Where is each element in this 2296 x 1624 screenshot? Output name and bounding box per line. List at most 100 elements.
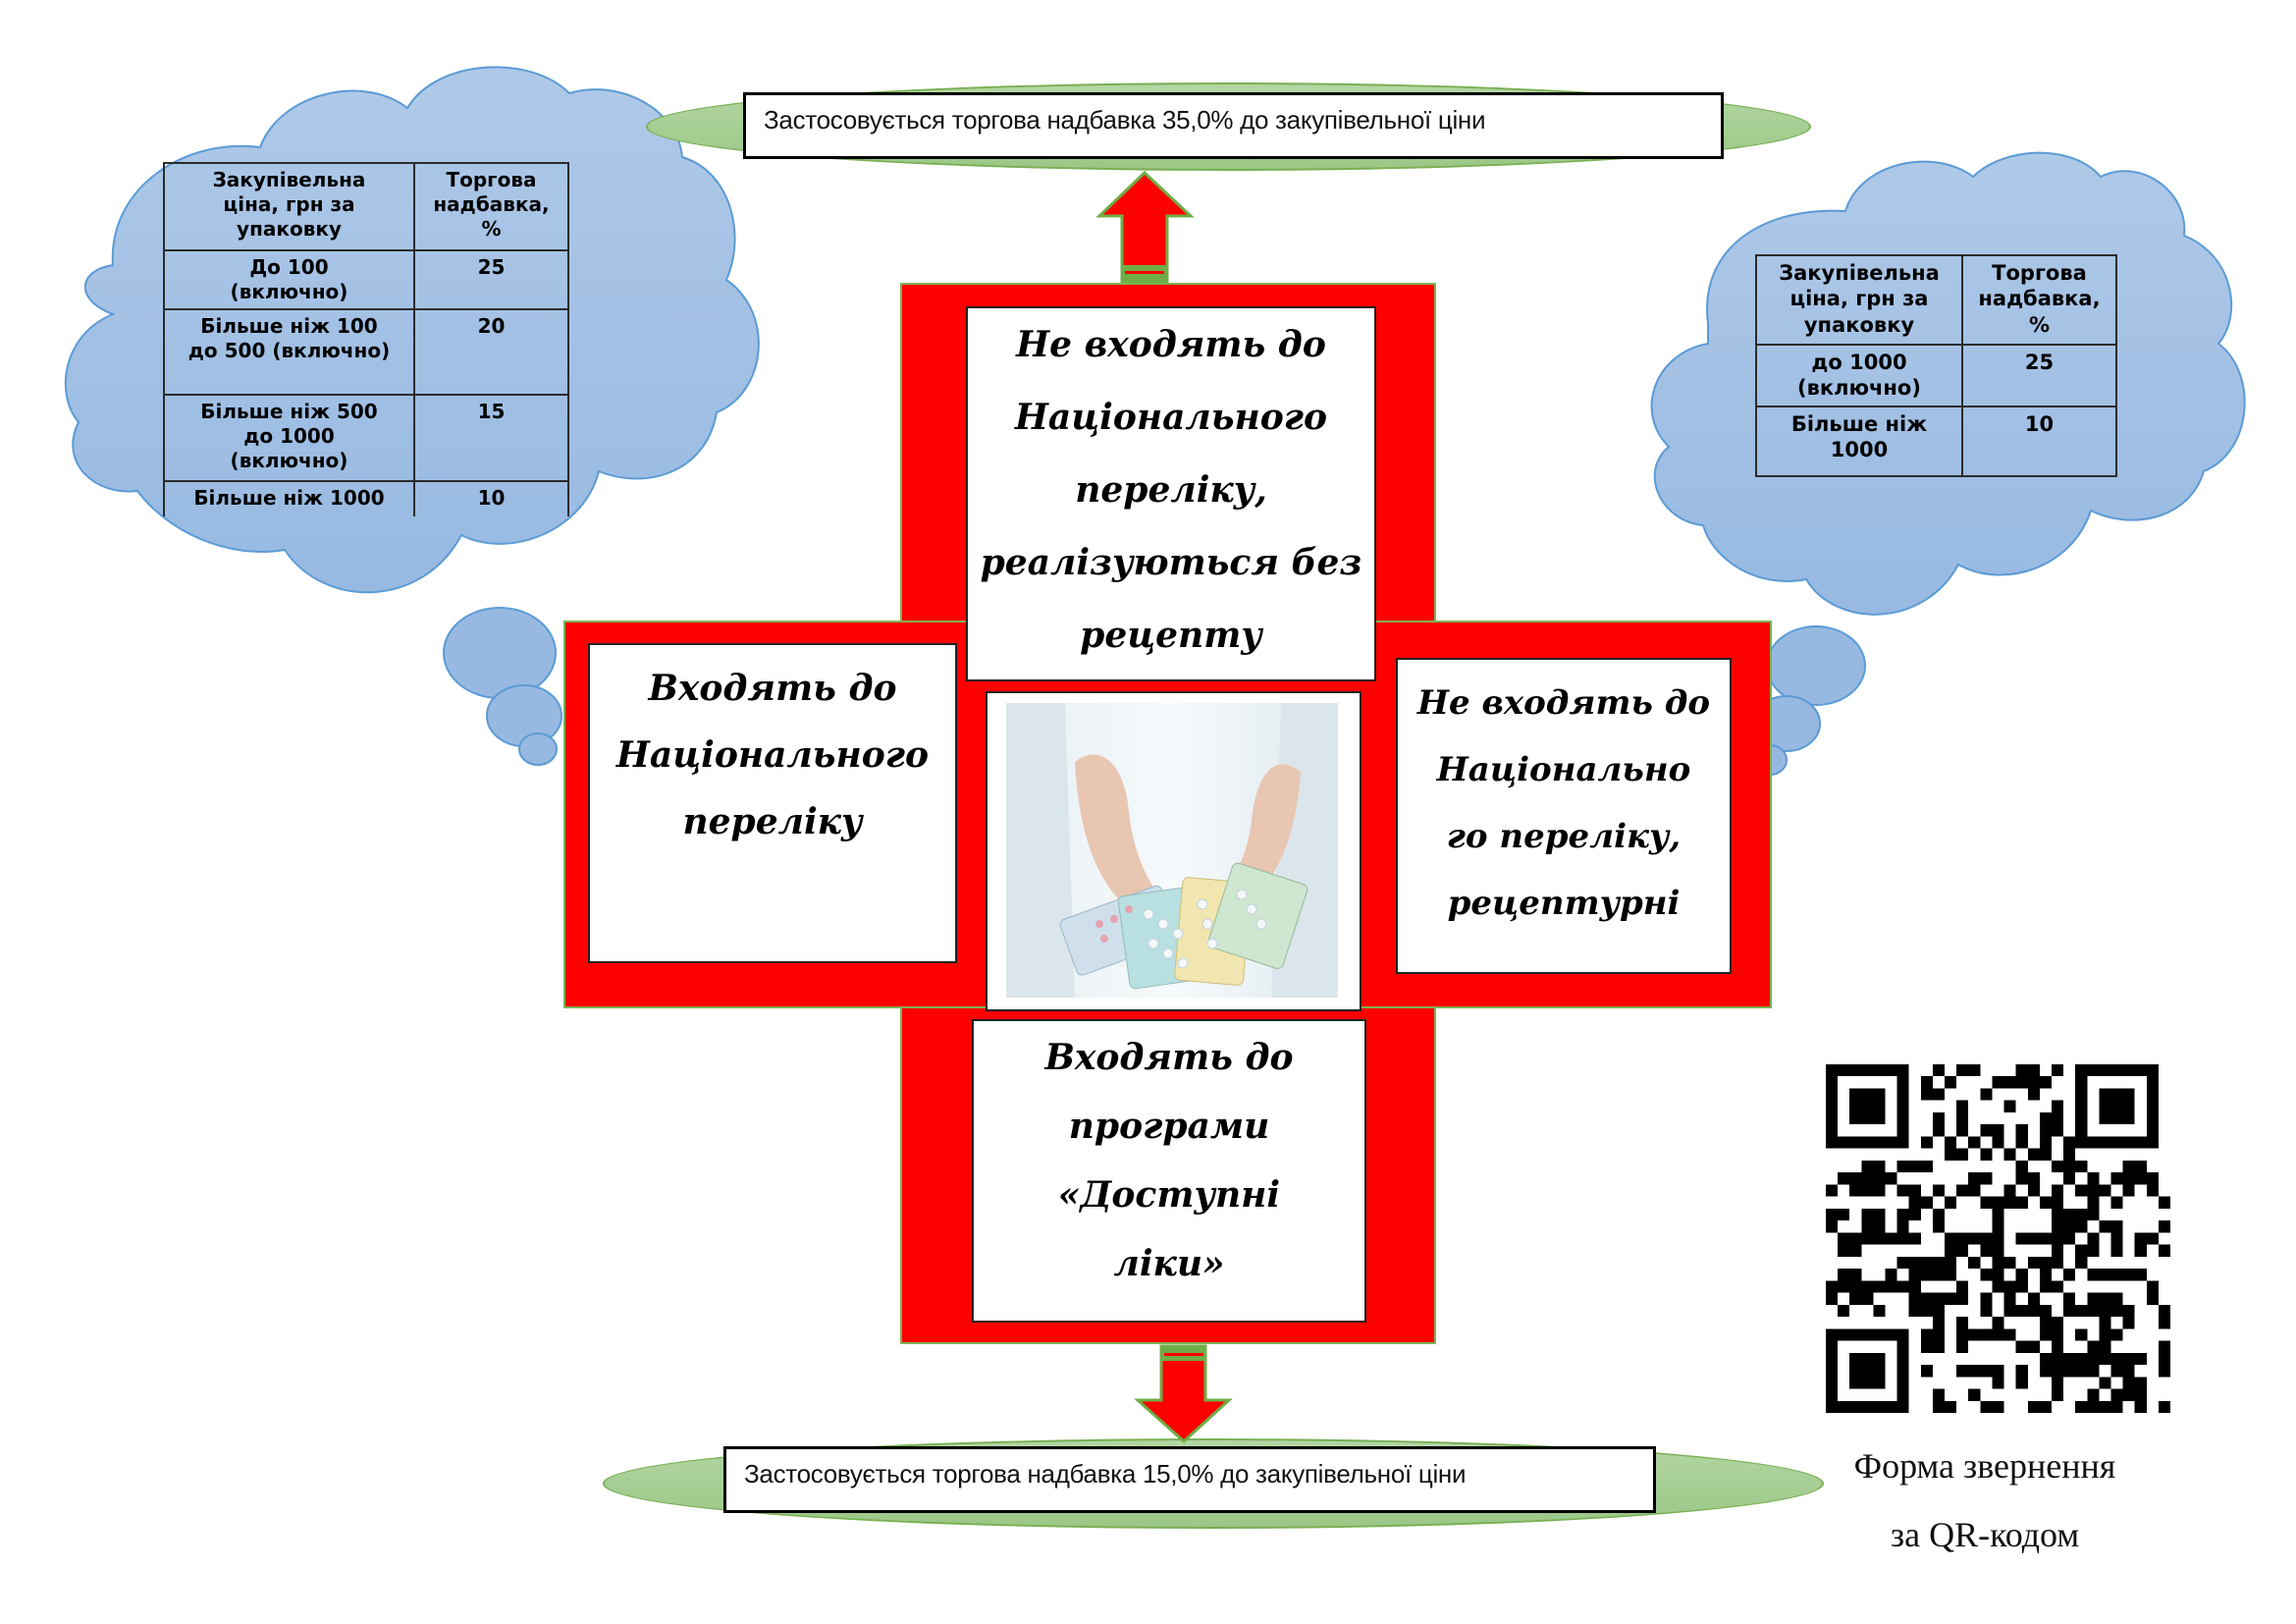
qr-module [1838, 1244, 1850, 1257]
qr-module [2110, 1304, 2123, 1318]
qr-module [2063, 1232, 2076, 1245]
qr-module [1992, 1196, 2004, 1209]
price-line: до 1000 [243, 424, 335, 448]
qr-module [1992, 1076, 2004, 1089]
table-row: Більше ніж 1000 10 [163, 480, 569, 516]
header-line: % [2028, 312, 2051, 337]
markup-cell: 25 [413, 249, 569, 310]
qr-module [2051, 1196, 2064, 1209]
right-markup-table: Закупівельна ціна, грн за упаковку Торго… [1755, 254, 2117, 477]
qr-module [1956, 1184, 1969, 1197]
table-row: до 1000 (включно) 25 [1755, 344, 2117, 407]
qr-module [2039, 1400, 2052, 1413]
qr-module [1992, 1220, 2004, 1233]
qr-module [1861, 1232, 1874, 1245]
qr-module [1992, 1317, 2004, 1329]
qr-module [1956, 1124, 1969, 1137]
price-line: (включно) [1797, 376, 1921, 401]
qr-module [1873, 1280, 1886, 1293]
card-line: Не входять до [1416, 683, 1711, 723]
qr-module [1885, 1232, 1897, 1245]
qr-module [1945, 1292, 1957, 1305]
qr-module [2110, 1100, 2123, 1112]
qr-module [2134, 1388, 2147, 1401]
bottom-note-text: Застосовується торгова надбавка 15,0% до… [744, 1459, 1467, 1489]
qr-module [2027, 1232, 2040, 1245]
qr-module [2027, 1076, 2040, 1089]
qr-module [2122, 1377, 2135, 1389]
qr-module [1980, 1124, 1993, 1137]
qr-module [1873, 1377, 1886, 1389]
qr-module [1908, 1269, 1921, 1281]
qr-module [2087, 1196, 2100, 1209]
qr-module [1861, 1111, 1874, 1125]
price-line: Більше ніж [1790, 411, 1928, 436]
qr-module [1873, 1111, 1886, 1125]
qr-module [1826, 1340, 1839, 1353]
qr-module [1945, 1244, 1957, 1257]
qr-module [1945, 1196, 1957, 1209]
qr-module [2027, 1340, 2040, 1353]
qr-module [2003, 1100, 2016, 1112]
qr-module [2063, 1148, 2076, 1161]
qr-module [2051, 1377, 2064, 1389]
qr-module [2122, 1317, 2135, 1329]
qr-module [1908, 1292, 1921, 1305]
card-affordable-medicines: Входять до програми «Доступні ліки» [972, 1019, 1366, 1323]
card-line: «Доступні [1057, 1174, 1281, 1216]
qr-module [2039, 1256, 2052, 1270]
qr-module [1932, 1400, 1946, 1413]
qr-code[interactable] [1826, 1064, 2170, 1413]
qr-module [2075, 1100, 2088, 1112]
table-header-row: Закупівельна ціна, грн за упаковку Торго… [1755, 254, 2117, 346]
qr-module [2063, 1352, 2076, 1366]
qr-module [1826, 1352, 1839, 1366]
qr-module [2051, 1256, 2064, 1270]
header-markup: Торгова надбавка, % [413, 162, 569, 251]
qr-module [1896, 1124, 1909, 1137]
qr-module [2110, 1292, 2123, 1305]
qr-module [1896, 1184, 1909, 1197]
qr-module [2039, 1280, 2052, 1293]
qr-module [2051, 1317, 2064, 1329]
qr-module [1896, 1100, 1909, 1112]
qr-module [2027, 1400, 2040, 1413]
qr-module [2075, 1352, 2088, 1366]
qr-module [2146, 1088, 2159, 1101]
markup-cell: 10 [1961, 405, 2117, 477]
qr-module [1920, 1196, 1933, 1209]
qr-module [1826, 1220, 1839, 1233]
qr-module [2099, 1100, 2111, 1112]
qr-module [2158, 1365, 2170, 1378]
qr-module [2087, 1064, 2100, 1077]
qr-module [2099, 1088, 2111, 1101]
qr-module [1849, 1088, 1862, 1101]
qr-module [1932, 1317, 1946, 1329]
qr-module [2099, 1220, 2111, 1233]
qr-module [2051, 1340, 2064, 1353]
qr-module [1920, 1365, 1933, 1378]
qr-module [1932, 1388, 1946, 1401]
qr-module [2003, 1196, 2016, 1209]
qr-module [2122, 1111, 2135, 1125]
qr-module [1956, 1111, 1969, 1125]
qr-module [2003, 1076, 2016, 1089]
qr-module [2063, 1208, 2076, 1221]
qr-module [1920, 1076, 1933, 1089]
price-cell: Більше ніж 500 до 1000 (включно) [163, 394, 415, 482]
qr-module [2015, 1232, 2028, 1245]
card-line: Входять до [648, 668, 897, 709]
qr-module [1992, 1400, 2004, 1413]
qr-module [1838, 1280, 1850, 1293]
qr-module [2099, 1269, 2111, 1281]
header-line: Торгова [1992, 261, 2087, 285]
qr-module [1838, 1208, 1850, 1221]
qr-module [1896, 1340, 1909, 1353]
qr-module [2015, 1340, 2028, 1353]
qr-module [2051, 1352, 2064, 1366]
qr-module [1849, 1064, 1862, 1077]
qr-module [1861, 1365, 1874, 1378]
qr-module [1896, 1064, 1909, 1077]
qr-module [2075, 1088, 2088, 1101]
qr-module [1980, 1292, 1993, 1305]
